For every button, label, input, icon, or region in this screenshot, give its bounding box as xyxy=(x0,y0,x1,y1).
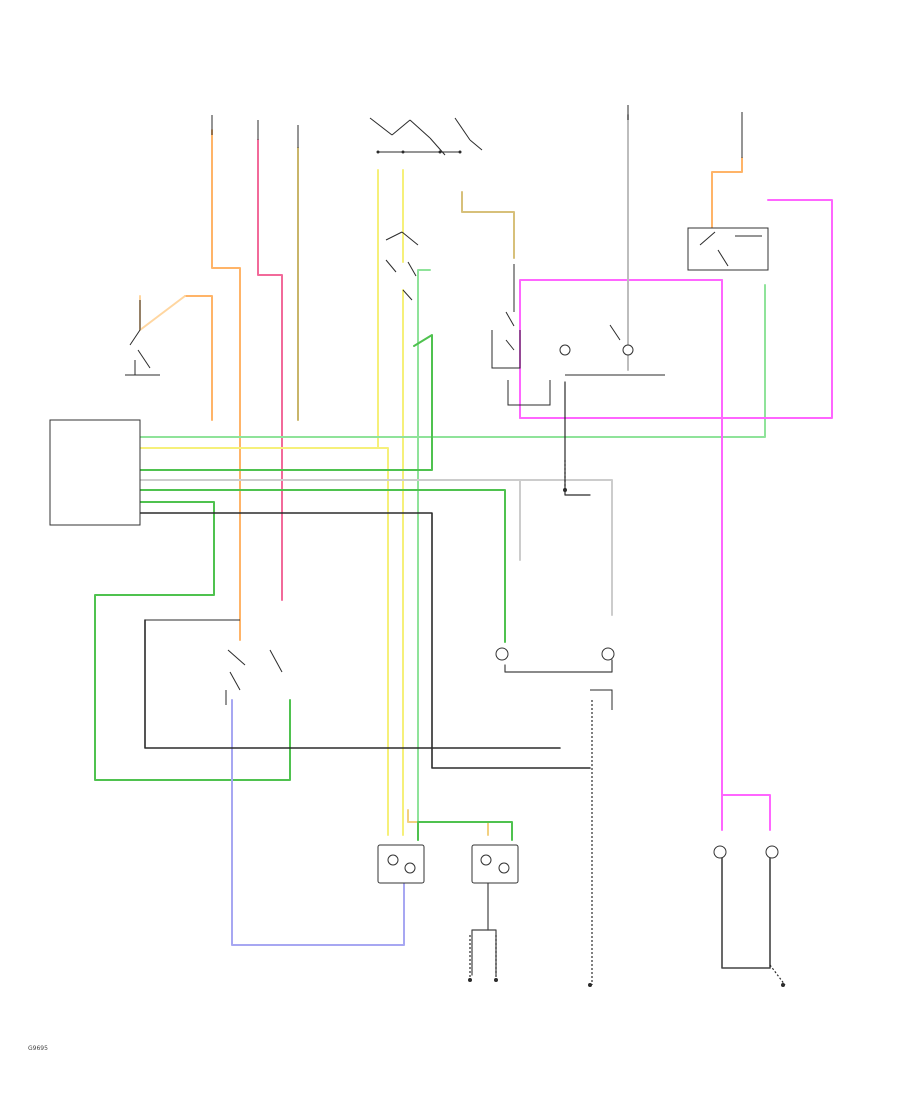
green-wire-1 xyxy=(139,334,433,471)
black-wire-5 xyxy=(471,869,489,976)
yellow-wire-3 xyxy=(377,447,389,836)
black-wire-6 xyxy=(487,929,497,976)
wire-layer xyxy=(94,114,833,976)
indicator-lamp-1 xyxy=(559,344,571,356)
right-marker-lamp xyxy=(765,845,779,859)
dimmer-switch xyxy=(385,231,419,301)
orange-wire-1 xyxy=(211,129,241,641)
green-wire-4 xyxy=(417,821,513,841)
black-wire-1 xyxy=(139,512,591,769)
green-wire-3 xyxy=(94,501,291,781)
component-layer xyxy=(49,105,786,987)
lightgreen-wire-1 xyxy=(139,284,766,438)
light-sensor-switch xyxy=(125,300,160,376)
red-wire-1 xyxy=(257,139,283,601)
fuse-markers xyxy=(211,105,743,158)
gray-wire-1 xyxy=(139,479,521,561)
lightgreen-wire-2 xyxy=(417,269,431,841)
indicator-lamp-4 xyxy=(601,647,615,661)
magenta-wire-2 xyxy=(721,279,771,831)
headlamp-switch xyxy=(145,619,283,705)
relay-right xyxy=(687,227,769,271)
fuse-block-top xyxy=(369,117,483,156)
gray-wire-2 xyxy=(519,479,613,616)
diagram-id: G9695 xyxy=(28,1045,48,1052)
left-marker-lamp xyxy=(713,845,727,859)
tan-wire-2 xyxy=(461,191,515,259)
orange-wire-2 xyxy=(711,157,743,231)
black-wire-2 xyxy=(144,619,561,749)
left-headlamp xyxy=(377,844,425,884)
green-wire-2 xyxy=(139,489,506,643)
right-headlamp xyxy=(471,844,519,884)
black-wire-4 xyxy=(721,849,771,969)
orange-wire-4 xyxy=(139,295,186,331)
magenta-wire-4 xyxy=(519,199,833,419)
magenta-wire-1 xyxy=(519,279,723,419)
indicator-lamp-3 xyxy=(495,647,509,661)
control-module xyxy=(49,419,141,526)
violet-wire-1 xyxy=(231,699,405,946)
orange-wire-3 xyxy=(184,295,213,421)
black-wire-7 xyxy=(504,659,613,673)
indicator-lamp-2 xyxy=(622,344,634,356)
black-wire-3 xyxy=(564,381,591,496)
relay-center xyxy=(491,264,665,406)
